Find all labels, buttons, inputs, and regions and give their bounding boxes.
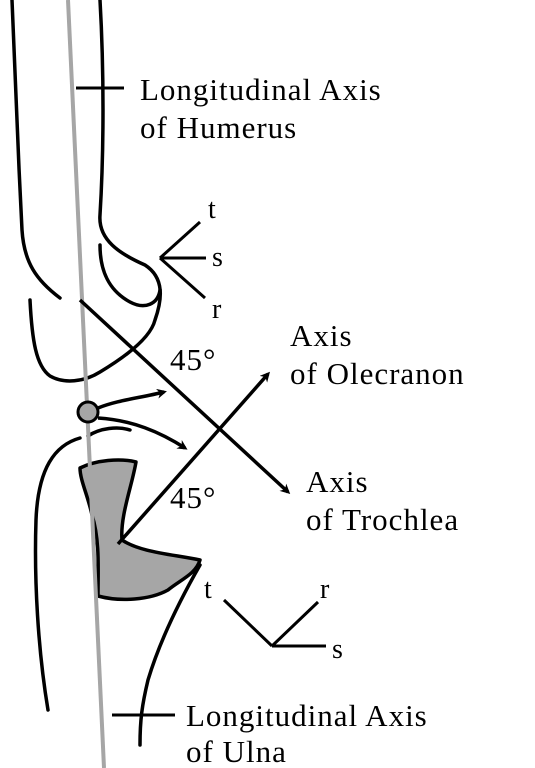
humerus-triad-r-axis [160,258,205,298]
humerus-triad-r-label: r [212,294,222,325]
ulna-triad-t-label: t [204,574,212,605]
trochlea-axis-label-line1: Axis [306,464,369,499]
ulna-triad-r-axis [272,602,318,646]
ulna-triad-t-axis [224,600,272,646]
humerus-axis-label-line1: Longitudinal Axis [140,72,382,107]
angle-label-upper: 45° [170,342,216,377]
olecranon-axis-label-line1: Axis [290,318,353,353]
trochlea-inner-curve [100,245,160,306]
ulna-axis-label-line1: Longitudinal Axis [186,698,428,733]
olecranon-axis-label-line2: of Olecranon [290,356,465,391]
trochlea-axis-label-line2: of Trochlea [306,502,459,537]
olecranon-axis-line [118,374,268,544]
ulna-left-edge [36,438,81,710]
humerus-outline [12,0,160,381]
elbow-pivot-point [78,402,98,422]
angle-label-lower: 45° [170,480,216,515]
ulna-triad-r-label: r [320,574,330,605]
humerus-coordinate-triad: t s r [160,194,223,325]
upper-curved-arrow [98,392,164,408]
humerus-triad-t-axis [160,222,200,258]
ulna-triad-s-label: s [332,634,343,665]
ulna-axis-label-line2: of Ulna [186,734,287,768]
humerus-triad-t-label: t [208,194,216,225]
humerus-longitudinal-axis-line [68,0,104,768]
humerus-right-edge [30,0,160,381]
lower-curved-arrow [98,418,185,448]
humerus-triad-s-label: s [212,242,223,273]
ulna-coordinate-triad: t r s [204,574,343,665]
humerus-axis-label-line2: of Humerus [140,110,297,145]
humerus-left-edge [12,0,60,298]
